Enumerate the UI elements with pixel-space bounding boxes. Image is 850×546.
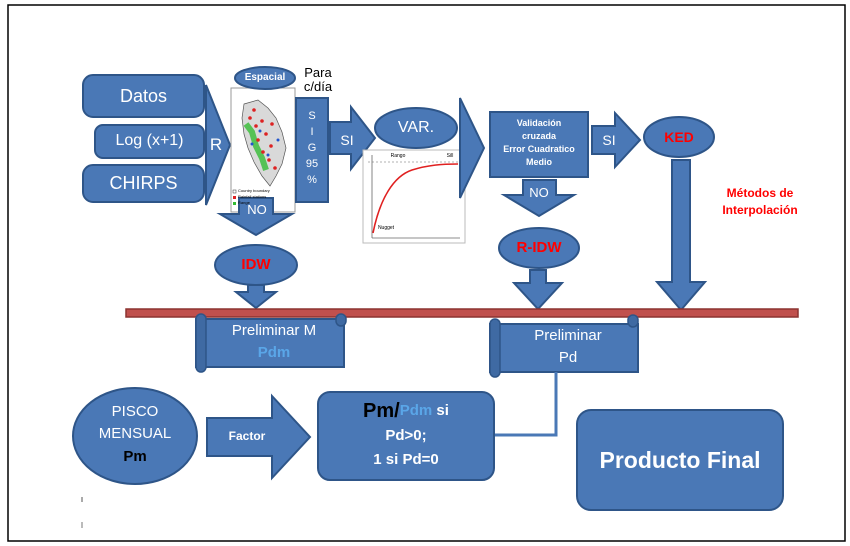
pisco-line-2: MENSUAL (98, 425, 172, 443)
formula-pm: Pm (363, 399, 395, 422)
rod-bar (125, 308, 799, 318)
validation-line-2: cruzada (521, 130, 556, 141)
pisco-line-3: Pm (123, 448, 147, 466)
formula-line-3: 1 si Pd=0 (373, 451, 439, 469)
peru-outline (241, 99, 287, 187)
map-stations (248, 108, 277, 170)
map-legend-swatch (232, 189, 237, 194)
r-label: R (209, 135, 223, 155)
si-label-1: SI (340, 131, 354, 148)
chirps-box (82, 164, 205, 203)
log-box (94, 124, 205, 159)
sig-box (295, 97, 329, 203)
sig-95: 95 (305, 157, 319, 170)
preliminar-m-scroll-roll (195, 313, 207, 373)
variogram-nugget-label: Nugget (377, 225, 395, 232)
ridw-down-arrow (511, 269, 565, 311)
no-arrow-1 (216, 197, 296, 237)
ked-down-arrow (654, 159, 708, 312)
sig-percent: % (307, 173, 317, 186)
formula-si: si (432, 402, 449, 420)
preliminar-d-line-2: Pd (558, 349, 578, 367)
ridw-oval (498, 227, 580, 269)
si-arrow-2 (591, 110, 642, 170)
pisco-oval (72, 387, 198, 485)
pisco-line-1: PISCO (111, 403, 159, 421)
formula-pdm: Pdm (399, 402, 433, 420)
ked-oval (643, 116, 715, 158)
variogram-image (362, 149, 466, 244)
map-legend-1: Country boundary (238, 187, 270, 193)
validation-box (489, 111, 589, 178)
metodos-line-2: Interpolación (722, 203, 798, 218)
si-label-2: SI (602, 131, 616, 148)
producto-final-box (576, 409, 784, 511)
preliminar-d-scroll-roll (627, 314, 639, 328)
formula-line-2: Pd>0; (385, 427, 427, 445)
formula-box (317, 391, 495, 481)
cdia-label: c/día (303, 79, 333, 95)
chevron-2 (459, 97, 486, 199)
factor-arrow (206, 393, 312, 481)
sig-s: S (308, 109, 316, 122)
ked-label: KED (664, 128, 694, 145)
formula-line-1: Pm/Pdm si (318, 398, 494, 424)
map-legend-2: Rainfall stations (238, 193, 267, 199)
preliminar-m-line-1: Preliminar M (231, 322, 317, 340)
preliminar-m-scroll-roll (335, 313, 347, 327)
pd-connector-line (494, 372, 558, 437)
idw-label: IDW (241, 256, 271, 274)
sig-g: G (307, 141, 317, 154)
validation-line-4: Medio (526, 156, 552, 167)
para-label: Para (304, 65, 332, 81)
validation-line-1: Validación (516, 117, 562, 128)
producto-final-label: Producto Final (599, 446, 761, 473)
factor-label: Factor (228, 429, 266, 444)
no-label-2: NO (529, 184, 549, 200)
preliminar-d-scroll-roll (489, 318, 501, 378)
variogram-range-label: Rango (390, 153, 406, 160)
map-stations-blue (250, 129, 280, 157)
espacial-oval (234, 66, 296, 90)
variogram-curve (372, 163, 459, 234)
idw-down-arrow (233, 284, 279, 310)
r-chevron (205, 84, 232, 206)
espacial-label: Espacial (244, 72, 286, 84)
validation-line-3: Error Cuadratico (503, 143, 575, 154)
preliminar-d-line-1: Preliminar (534, 327, 602, 345)
no-arrow-2 (500, 179, 578, 218)
formula-slash: / (394, 399, 400, 422)
datos-box (82, 74, 205, 118)
map-green-zone (243, 122, 269, 171)
preliminar-m-scroll (195, 318, 345, 368)
ridw-label: R-IDW (516, 239, 562, 257)
sig-i: I (310, 125, 314, 138)
map-legend-3: Range (238, 199, 250, 205)
var-oval (374, 107, 458, 149)
preliminar-m-line-2: Pdm (257, 344, 291, 362)
map-legend-swatch (233, 202, 236, 205)
log-label: Log (x+1) (115, 132, 184, 150)
no-label-1: NO (247, 201, 267, 217)
map-legend-swatch (233, 196, 236, 199)
variogram-sill-label: Sill (446, 153, 454, 160)
metodos-line-1: Métodos de (726, 186, 794, 201)
var-label: VAR. (397, 118, 435, 136)
chirps-label: CHIRPS (109, 173, 178, 194)
datos-label: Datos (119, 85, 168, 106)
